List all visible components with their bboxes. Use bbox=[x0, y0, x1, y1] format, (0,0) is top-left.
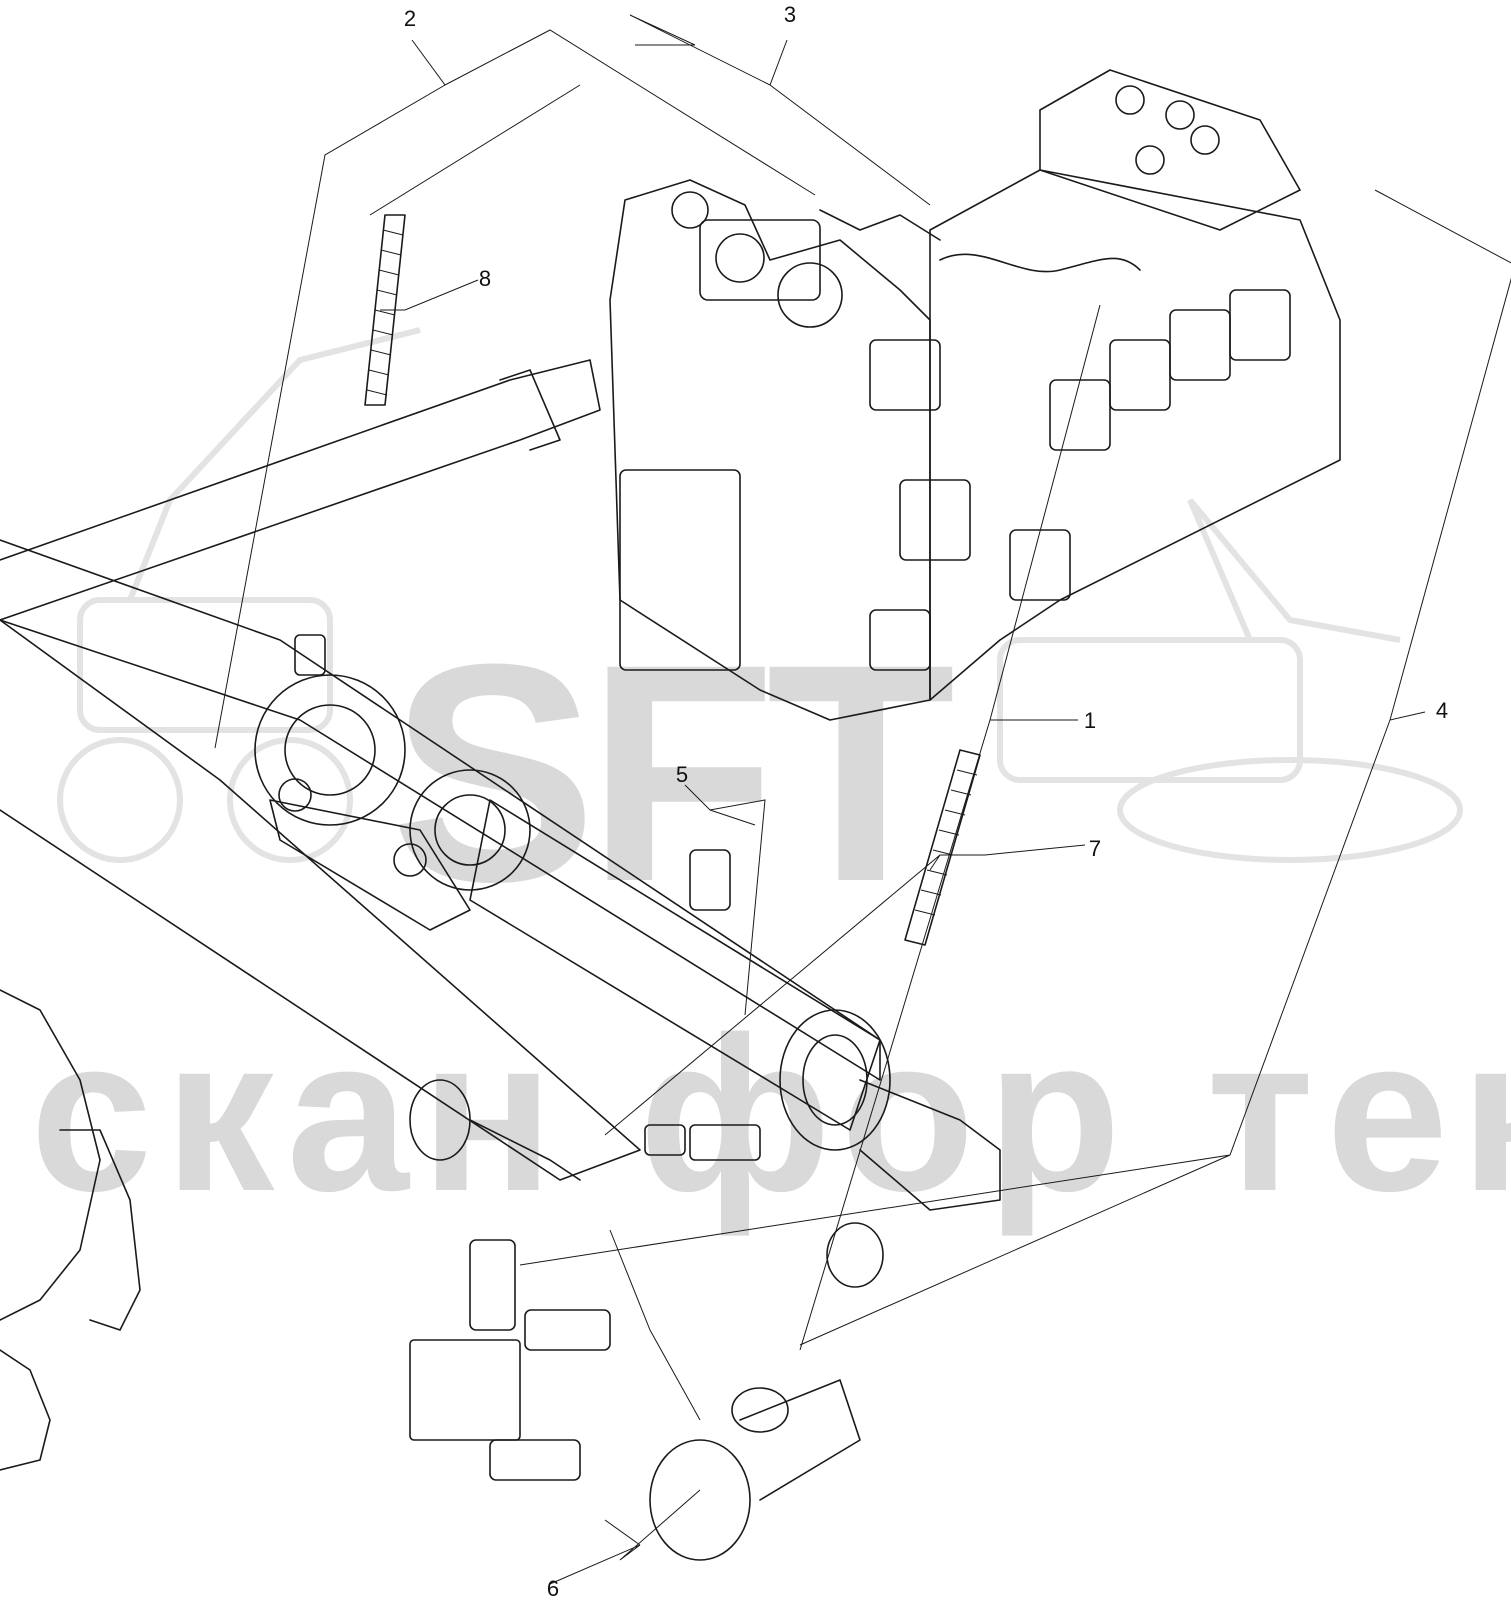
callout-2: 2 bbox=[404, 6, 416, 31]
callout-labels: 1 2 3 4 5 6 7 8 bbox=[404, 2, 1448, 1600]
watermark-tractor-left bbox=[57, 327, 421, 863]
callout-1: 1 bbox=[1084, 708, 1096, 733]
callout-4: 4 bbox=[1436, 698, 1448, 723]
spiral-sleeve-7 bbox=[904, 749, 981, 946]
spiral-sleeve-8 bbox=[364, 214, 406, 406]
pivot-joint bbox=[254, 674, 531, 931]
callout-8: 8 bbox=[479, 266, 491, 291]
cutter-disc bbox=[0, 989, 141, 1471]
leader-5 bbox=[684, 784, 766, 1016]
leader-4 bbox=[519, 189, 1511, 1346]
fittings bbox=[294, 634, 884, 1561]
watermark-company-name: скан фор тек bbox=[30, 991, 1511, 1237]
watermark: SFT скан фор тек bbox=[30, 327, 1511, 1237]
leader-lines bbox=[214, 14, 1511, 1585]
frame-beam bbox=[0, 539, 881, 1181]
leader-1 bbox=[799, 304, 1101, 1351]
leader-2 bbox=[214, 29, 816, 749]
leader-8 bbox=[380, 279, 479, 311]
leader-6 bbox=[549, 1229, 701, 1585]
watermark-excavator-right bbox=[997, 498, 1463, 863]
leader-3 bbox=[629, 14, 931, 206]
callout-7: 7 bbox=[1089, 836, 1101, 861]
upper-cylinder bbox=[0, 359, 601, 621]
callout-3: 3 bbox=[784, 2, 796, 27]
leader-7 bbox=[604, 844, 1086, 1136]
callout-6: 6 bbox=[547, 1576, 559, 1600]
callout-5: 5 bbox=[676, 762, 688, 787]
hydraulic-valve-block bbox=[609, 69, 1341, 721]
